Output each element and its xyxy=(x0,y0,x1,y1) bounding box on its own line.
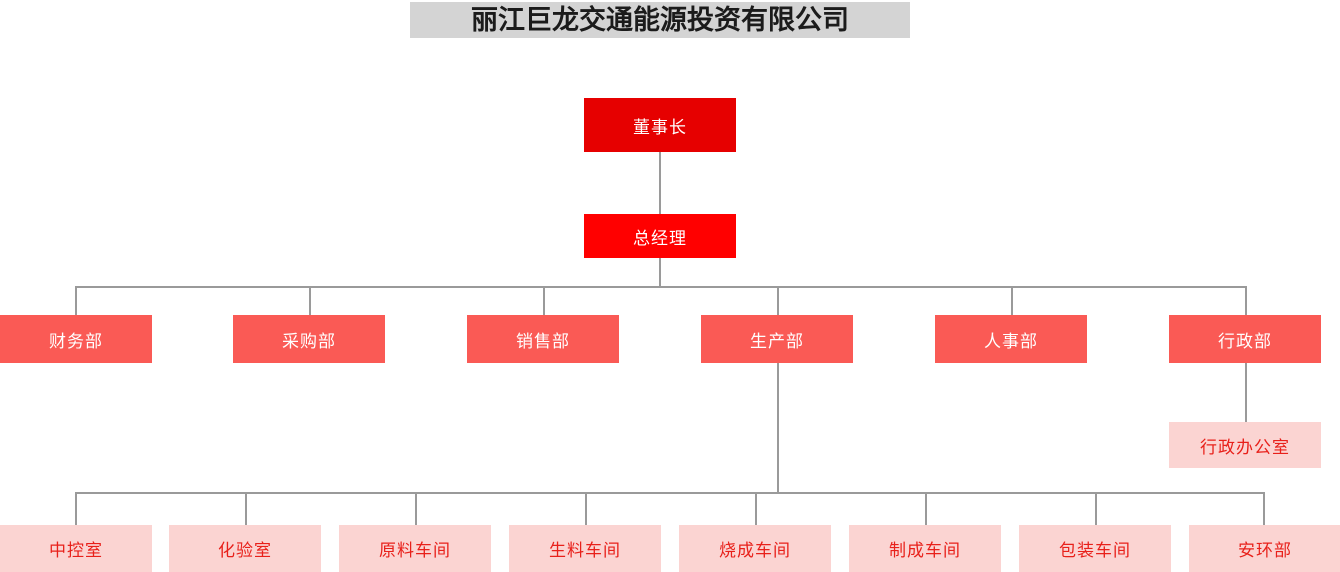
connector-drop-safety-env xyxy=(1263,492,1265,525)
connector-drop-finance xyxy=(75,286,77,315)
connector-drop-raw-meal xyxy=(585,492,587,525)
node-department-production[interactable]: 生产部 xyxy=(701,315,853,363)
connector-drop-burning xyxy=(755,492,757,525)
connector-chairman-to-gm xyxy=(659,152,661,214)
connector-drop-admin xyxy=(1245,286,1247,315)
node-department-hr[interactable]: 人事部 xyxy=(935,315,1087,363)
node-department-admin[interactable]: 行政部 xyxy=(1169,315,1321,363)
node-department-procurement[interactable]: 采购部 xyxy=(233,315,385,363)
connector-drop-production xyxy=(777,286,779,315)
connector-gm-to-dept-bus xyxy=(659,258,661,286)
page-title: 丽江巨龙交通能源投资有限公司 xyxy=(410,2,910,38)
connector-production-to-workshop-bus xyxy=(777,363,779,492)
node-workshop-lab[interactable]: 化验室 xyxy=(169,525,321,572)
connector-drop-lab xyxy=(245,492,247,525)
connector-drop-raw-material xyxy=(415,492,417,525)
node-workshop-raw-meal[interactable]: 生料车间 xyxy=(509,525,661,572)
node-workshop-burning[interactable]: 烧成车间 xyxy=(679,525,831,572)
node-workshop-safety-env[interactable]: 安环部 xyxy=(1189,525,1340,572)
connector-drop-sales xyxy=(543,286,545,315)
node-workshop-finishing[interactable]: 制成车间 xyxy=(849,525,1001,572)
connector-drop-finishing xyxy=(925,492,927,525)
connector-drop-hr xyxy=(1011,286,1013,315)
node-workshop-raw-material[interactable]: 原料车间 xyxy=(339,525,491,572)
connector-drop-procurement xyxy=(309,286,311,315)
node-workshop-central-control[interactable]: 中控室 xyxy=(0,525,152,572)
node-department-sales[interactable]: 销售部 xyxy=(467,315,619,363)
node-chairman[interactable]: 董事长 xyxy=(584,98,736,152)
connector-dept-bus xyxy=(75,286,1245,288)
connector-drop-central-control xyxy=(75,492,77,525)
node-workshop-packaging[interactable]: 包装车间 xyxy=(1019,525,1171,572)
node-admin-office[interactable]: 行政办公室 xyxy=(1169,422,1321,468)
connector-admin-to-office xyxy=(1245,363,1247,422)
node-general-manager[interactable]: 总经理 xyxy=(584,214,736,258)
connector-drop-packaging xyxy=(1095,492,1097,525)
node-department-finance[interactable]: 财务部 xyxy=(0,315,152,363)
connector-workshop-bus xyxy=(75,492,1264,494)
